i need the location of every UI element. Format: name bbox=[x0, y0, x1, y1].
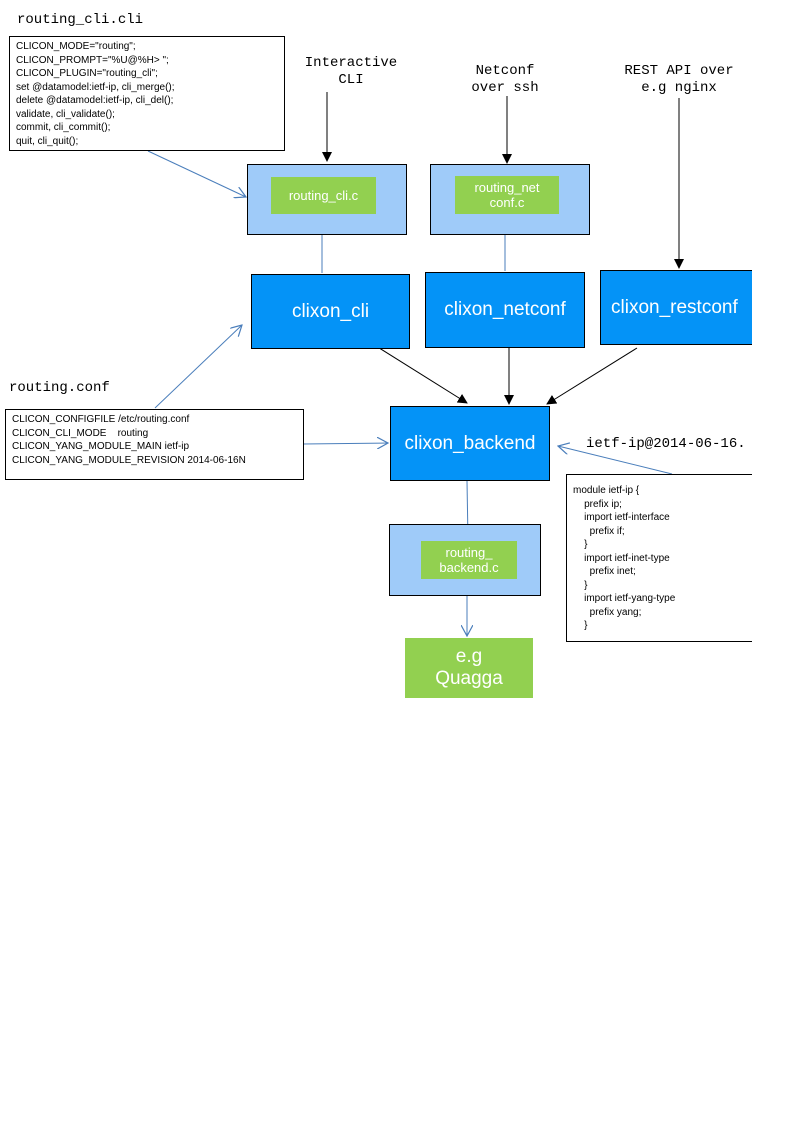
link-conf-cli bbox=[154, 325, 242, 409]
code-line: prefix if; bbox=[573, 525, 625, 537]
yang-file-box: module ietf-ip { prefix ip; import ietf-… bbox=[566, 474, 752, 642]
clixon-backend-node: clixon_backend bbox=[390, 406, 550, 481]
code-line: } bbox=[573, 579, 588, 591]
code-line: prefix yang; bbox=[573, 606, 642, 618]
code-line: commit, cli_commit(); bbox=[16, 122, 111, 133]
code-line: import ietf-interface bbox=[573, 512, 670, 523]
cli-plugin: routing_cli.c bbox=[271, 177, 376, 214]
code-line: set @datamodel:ietf-ip, cli_merge(); bbox=[16, 81, 175, 93]
code-line: CLICON_PROMPT="%U@%H> "; bbox=[16, 54, 169, 66]
code-line: validate, cli_validate(); bbox=[16, 108, 115, 120]
code-line: import ietf-inet-type bbox=[573, 552, 670, 564]
yang-file-title: ietf-ip@2014-06-16. bbox=[586, 436, 746, 452]
clixon-netconf-node: clixon_netconf bbox=[425, 272, 585, 348]
code-line: CLICON_CLI_MODE routing bbox=[12, 427, 149, 439]
code-line: quit, cli_quit(); bbox=[16, 135, 79, 147]
cli-file-title: routing_cli.cli bbox=[17, 12, 144, 28]
code-line: prefix ip; bbox=[573, 498, 622, 510]
code-line: CLICON_YANG_MODULE_MAIN ietf-ip bbox=[12, 441, 190, 452]
clixon-restconf-node: clixon_restconf bbox=[600, 270, 752, 345]
cli-file-box: CLICON_MODE="routing"; CLICON_PROMPT="%U@… bbox=[9, 36, 285, 151]
code-line: import ietf-yang-type bbox=[573, 593, 676, 604]
link-conf-backend bbox=[302, 443, 388, 444]
diagram: routing_cli.cli CLICON_MODE="routing";CL… bbox=[5, 12, 752, 1123]
clixon-cli-node: clixon_cli bbox=[251, 274, 410, 349]
code-line: module ietf-ip { bbox=[573, 485, 640, 496]
code-line: } bbox=[573, 539, 588, 550]
code-line: CLICON_PLUGIN="routing_cli"; bbox=[16, 68, 158, 79]
link-cli-file bbox=[147, 150, 246, 197]
link-yang-backend bbox=[558, 446, 673, 475]
code-line: } bbox=[573, 620, 588, 631]
backend-plugin: routing_backend.c bbox=[421, 541, 517, 579]
code-line: CLICON_YANG_MODULE_REVISION 2014-06-16N bbox=[12, 454, 246, 466]
code-line: prefix inet; bbox=[573, 566, 636, 577]
code-line: delete @datamodel:ietf-ip, cli_del(); bbox=[16, 95, 174, 106]
code-line: CLICON_MODE="routing"; bbox=[16, 41, 136, 52]
connectors bbox=[147, 92, 684, 1123]
code-line: CLICON_CONFIGFILE /etc/routing.conf bbox=[12, 414, 190, 425]
conf-file-title: routing.conf bbox=[9, 380, 110, 396]
arrow-restconf-backend bbox=[546, 347, 638, 405]
arrow-cli-backend bbox=[375, 345, 468, 404]
